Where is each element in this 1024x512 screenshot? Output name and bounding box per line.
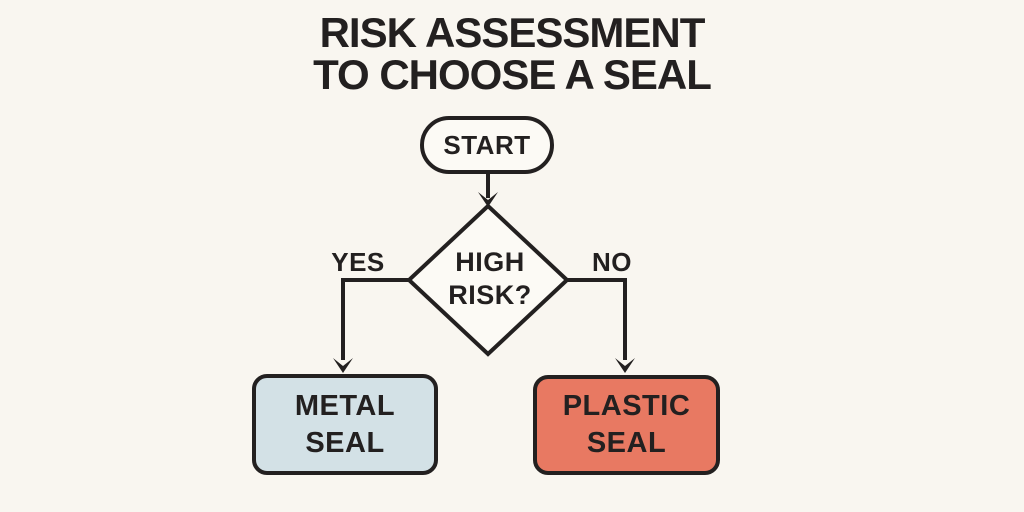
decision-diamond xyxy=(406,203,570,357)
plastic-seal-node: PLASTIC SEAL xyxy=(533,375,720,475)
start-node: START xyxy=(420,116,554,174)
connector-no-branch xyxy=(567,278,627,360)
start-node-label: START xyxy=(443,129,531,160)
page-title: RISK ASSESSMENT TO CHOOSE A SEAL xyxy=(0,12,1024,96)
decision-label: HIGH RISK? xyxy=(408,246,572,312)
metal-seal-label-line2: SEAL xyxy=(305,426,385,459)
no-branch-label: NO xyxy=(592,247,632,277)
yes-branch-label: YES xyxy=(331,247,385,277)
decision-label-line2: RISK? xyxy=(448,280,532,310)
metal-seal-label-line1: METAL xyxy=(294,389,396,422)
decision-label-line1: HIGH xyxy=(455,247,525,277)
plastic-seal-label-line1: PLASTIC xyxy=(562,390,691,422)
metal-seal-node: METAL SEAL xyxy=(252,374,438,475)
page-title-line2: TO CHOOSE A SEAL xyxy=(313,51,712,98)
connector-yes-branch xyxy=(341,278,409,360)
page-title-line1: RISK ASSESSMENT xyxy=(319,9,706,56)
arrowhead-yes-branch xyxy=(333,358,353,373)
arrowhead-no-branch xyxy=(615,358,635,373)
plastic-seal-label-line2: SEAL xyxy=(586,427,667,459)
